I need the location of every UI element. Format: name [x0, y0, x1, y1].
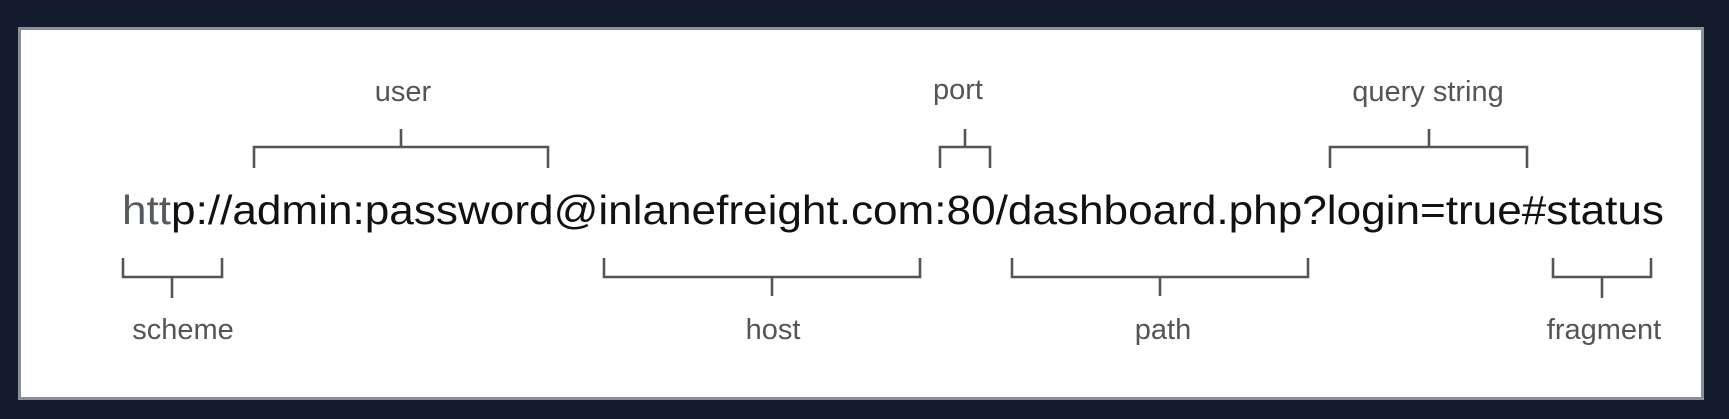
label-port: port	[933, 74, 983, 106]
url-segment-rest: p://admin:password@inlanefreight.com:80/…	[171, 187, 1664, 233]
bracket-path	[1010, 258, 1310, 296]
bracket-port	[938, 129, 992, 168]
label-path: path	[1135, 314, 1191, 346]
label-fragment: fragment	[1547, 314, 1661, 346]
bracket-scheme	[121, 258, 224, 298]
url-text: http://admin:password@inlanefreight.com:…	[122, 187, 1664, 233]
diagram-panel	[18, 27, 1704, 400]
label-host: host	[746, 314, 801, 346]
label-scheme: scheme	[132, 314, 234, 346]
bracket-user	[252, 129, 550, 168]
bracket-fragment	[1551, 258, 1653, 298]
url-segment-scheme-start: htt	[122, 187, 172, 233]
label-user: user	[375, 76, 432, 108]
label-query-string: query string	[1352, 76, 1504, 108]
bracket-query-string	[1328, 129, 1529, 168]
bracket-host	[602, 258, 922, 296]
